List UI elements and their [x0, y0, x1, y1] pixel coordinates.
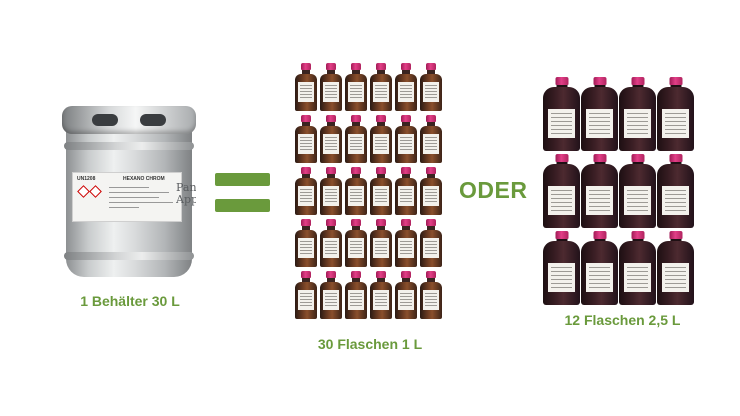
- bottle-2-5l: [619, 77, 656, 151]
- small-bottles-caption: 30 Flaschen 1 L: [317, 336, 423, 352]
- bottle-2-5l: [657, 154, 694, 228]
- equals-sign-top-bar: [215, 173, 270, 186]
- bottle-1l: [320, 219, 342, 267]
- keg-handle-left: [92, 114, 118, 126]
- bottle-1l: [420, 115, 442, 163]
- bottle-1l: [295, 63, 317, 111]
- bottle-2-5l: [657, 231, 694, 305]
- bottle-1l: [370, 271, 392, 319]
- keg-container-image: UN1208 HEXANO CHROM Panreac AppliChem: [62, 102, 196, 282]
- bottle-1l: [295, 167, 317, 215]
- bottle-1l: [320, 115, 342, 163]
- bottle-1l: [320, 63, 342, 111]
- bottle-1l: [345, 219, 367, 267]
- bottle-1l: [420, 63, 442, 111]
- or-separator: ODER: [459, 177, 528, 203]
- bottle-2-5l: [581, 77, 618, 151]
- bottle-1l: [370, 63, 392, 111]
- keg-handle-right: [140, 114, 166, 126]
- keg-label-name: HEXANO CHROM: [123, 176, 165, 182]
- bottle-2-5l: [581, 154, 618, 228]
- bottle-2-5l: [581, 231, 618, 305]
- keg-ring-upper: [64, 142, 194, 150]
- bottle-1l: [370, 115, 392, 163]
- bottle-2-5l: [619, 154, 656, 228]
- bottle-2-5l: [619, 231, 656, 305]
- bottle-1l: [420, 167, 442, 215]
- bottle-1l: [295, 271, 317, 319]
- bottle-1l: [320, 271, 342, 319]
- keg-brand-logo: Panreac AppliChem: [176, 182, 196, 206]
- keg-ring-lower: [64, 252, 194, 260]
- bottle-1l: [345, 167, 367, 215]
- keg-caption: 1 Behälter 30 L: [80, 293, 180, 309]
- bottle-1l: [420, 271, 442, 319]
- bottle-2-5l: [657, 77, 694, 151]
- bottle-2-5l: [543, 154, 580, 228]
- keg-label-code: UN1208: [77, 176, 96, 182]
- keg-top-rim: [62, 106, 196, 134]
- bottle-1l: [345, 63, 367, 111]
- bottle-2-5l: [543, 77, 580, 151]
- bottle-1l: [395, 63, 417, 111]
- bottle-1l: [345, 271, 367, 319]
- bottle-1l: [295, 219, 317, 267]
- keg-label: UN1208 HEXANO CHROM: [72, 172, 182, 222]
- equals-sign-bottom-bar: [215, 199, 270, 212]
- large-bottles-caption: 12 Flaschen 2,5 L: [564, 312, 681, 328]
- bottle-1l: [295, 115, 317, 163]
- bottle-2-5l: [543, 231, 580, 305]
- hazard-diamond-icon: [89, 185, 102, 198]
- bottle-1l: [320, 167, 342, 215]
- bottle-1l: [395, 167, 417, 215]
- bottle-1l: [395, 219, 417, 267]
- hazard-diamond-icon: [77, 185, 90, 198]
- bottle-1l: [395, 115, 417, 163]
- bottle-1l: [395, 271, 417, 319]
- bottle-1l: [345, 115, 367, 163]
- bottle-1l: [420, 219, 442, 267]
- bottle-1l: [370, 167, 392, 215]
- bottle-1l: [370, 219, 392, 267]
